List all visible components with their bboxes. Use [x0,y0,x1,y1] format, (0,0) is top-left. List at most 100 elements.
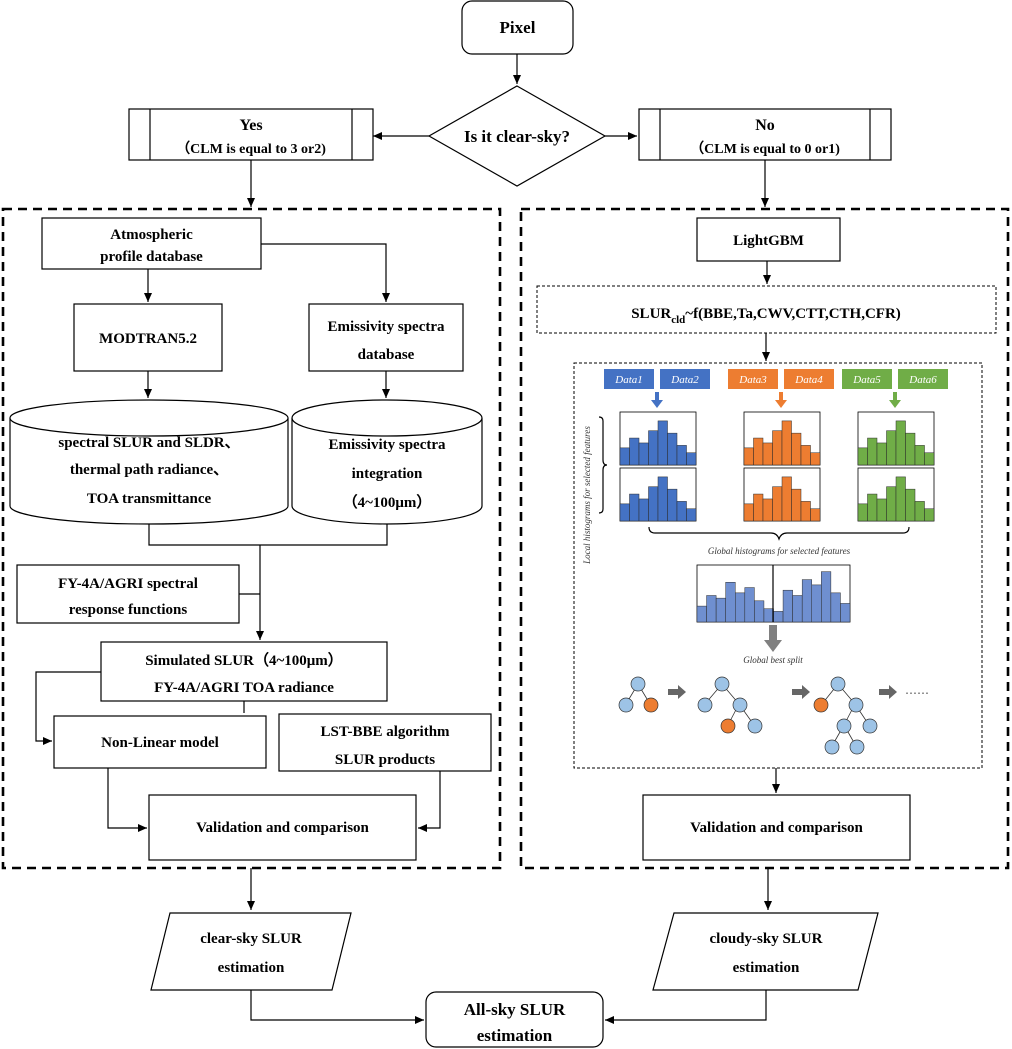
modtran-label: MODTRAN5.2 [99,331,197,347]
histogram-bar [744,587,755,623]
tree-node [862,718,878,734]
tree-node [720,718,736,734]
validation-left-node: Validation and comparison [148,794,417,861]
histogram-bar [763,608,774,623]
cloudy-sky-group [519,207,1010,870]
fy4a-line1: FY-4A/AGRI spectral [58,576,198,592]
histogram-bar [886,430,897,466]
histogram-bar [810,452,821,466]
data-tab-label: Data1 [614,374,643,386]
local-histograms [619,411,935,522]
histogram-bar [619,447,630,466]
tree-node [849,739,865,755]
tree-node [732,697,748,713]
histogram-bar [821,571,832,623]
histogram-bar [905,432,916,466]
atmospheric-profile-node: Atmospheric profile database [41,217,262,270]
data-tab [728,369,778,389]
tree-step-arrow [792,685,810,699]
histogram-bar [857,447,868,466]
histogram-bar [792,595,803,623]
no-node: No （CLM is equal to 0 or1) [638,108,892,161]
clear-line1: clear-sky SLUR [200,931,302,947]
spectral-cylinder: spectral SLUR and SLDR、 thermal path rad… [9,399,289,525]
histogram-bar [753,493,764,522]
emissivity-db-node: Emissivity spectra database [308,303,464,372]
no-subtitle: （CLM is equal to 0 or1) [690,141,840,157]
formula-subscript: cld [671,314,685,326]
all-sky-output: All-sky SLUR estimation [425,991,604,1048]
emis-int-line2: integration [352,466,423,482]
data-arrow-shaft [655,392,659,401]
histogram-bar [667,432,678,466]
formula-text: SLURcld~f(BBE,Ta,CWV,CTT,CTH,CFR) [631,306,901,326]
histogram-bar [830,592,841,623]
histogram-bar [914,501,925,522]
histogram-bar [801,579,812,623]
tree-node [697,697,713,713]
global-histogram [696,564,851,623]
emissivity-integration-cylinder: Emissivity spectra integration （4~100μm） [291,399,483,525]
data-arrow-shaft [779,392,783,401]
histogram-bar [696,605,707,623]
data-tab [660,369,710,389]
lst-line1: LST-BBE algorithm [320,724,450,740]
data-tab-label: Data4 [794,374,823,386]
data-tab [784,369,834,389]
spectral-line1: spectral SLUR and SLDR、 [58,435,239,451]
clear-sky-decision: Is it clear-sky? [427,85,607,187]
histogram-bar [706,595,717,623]
histogram-bar [657,476,668,522]
histogram-bar [743,447,754,466]
histogram-bar [629,493,640,522]
histogram-bar [905,488,916,522]
histogram-bar [791,432,802,466]
cloudy-line1: cloudy-sky SLUR [710,931,823,947]
tree-node [618,697,634,713]
histogram-bar [782,589,793,623]
atm-line2: profile database [100,249,203,265]
histogram-bar [754,600,765,623]
yes-node: Yes （CLM is equal to 3 or2) [128,108,374,161]
pixel-label: Pixel [500,18,536,37]
yes-title: Yes [239,117,262,134]
decision-label: Is it clear-sky? [464,127,570,146]
tree-node [747,718,763,734]
gray-down-arrow [764,625,782,652]
histogram-bar [876,442,887,466]
formula-main: SLUR [631,306,671,322]
clear-sky-output: clear-sky SLUR estimation [150,912,352,991]
formula-rest: ~f(BBE,Ta,CWV,CTT,CTH,CFR) [685,306,900,322]
histogram-bar [886,486,897,522]
validation-right-node: Validation and comparison [642,794,911,861]
fy4a-srf-node: FY-4A/AGRI spectral response functions [16,564,240,624]
histogram-bar [638,442,649,466]
best-split-label: Global best split [743,655,803,665]
emis-int-line3: （4~100μm） [343,493,432,511]
lightgbm-illustration: Local histograms for selected features D… [573,362,983,769]
emis-int-line1: Emissivity spectra [328,437,446,453]
histogram-bar [753,437,764,466]
data-arrow-head [651,400,663,408]
lightgbm-node: LightGBM [696,217,841,262]
tree-step-arrow [879,685,897,699]
yes-subtitle: （CLM is equal to 3 or2) [176,141,326,157]
histogram-bar [857,503,868,522]
modtran-node: MODTRAN5.2 [73,303,223,372]
histogram-bar [676,501,687,522]
histogram-bar [735,592,746,623]
clear-sky-group [1,207,502,870]
histogram-bar [686,508,697,522]
spectral-line3: TOA transmittance [87,491,212,507]
histogram-bar [657,420,668,466]
clear-line2: estimation [218,960,285,976]
cloudy-line2: estimation [733,960,800,976]
data-tab [604,369,654,389]
data-tab-label: Data5 [852,374,881,386]
allsky-line1: All-sky SLUR [464,1000,566,1019]
histogram-bar [924,508,935,522]
nonlinear-label: Non-Linear model [101,735,219,751]
decision-trees [618,676,897,755]
